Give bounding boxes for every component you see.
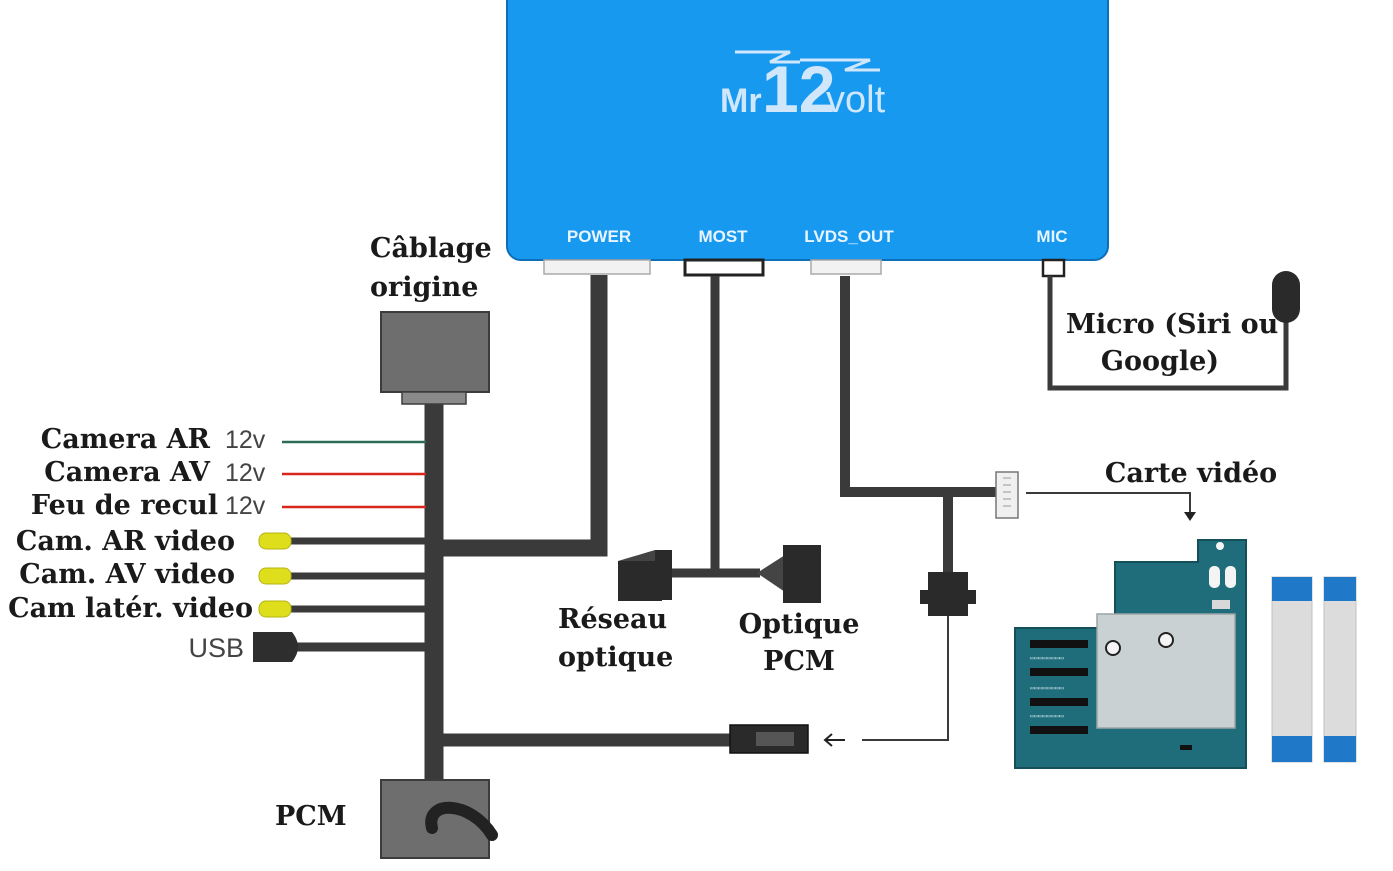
port-power-label: POWER	[567, 227, 631, 246]
logo-suffix: volt	[826, 79, 886, 121]
optical-pcm-connector	[757, 545, 821, 603]
svg-text:▭▭▭▭▭▭▭▭: ▭▭▭▭▭▭▭▭	[1030, 654, 1064, 662]
usb-plug-icon	[253, 632, 298, 662]
optical-network-connector	[618, 550, 672, 601]
most-socket	[683, 258, 765, 277]
pcm-label: PCM	[275, 801, 347, 832]
interface-module: Mr 12 volt POWER MOST LVDS_OUT MIC	[506, 0, 1109, 278]
micro-label-1: Micro (Siri ou	[1066, 309, 1278, 340]
feu-recul-label: Feu de recul	[31, 490, 218, 521]
optique-pcm-label-2: PCM	[763, 646, 835, 677]
micro-label-2: Google)	[1101, 346, 1219, 377]
camera-av-label: Camera AV	[44, 457, 211, 488]
usb-label: USB	[188, 633, 244, 663]
pcm-side-connector	[729, 724, 809, 754]
camera-ar-label: Camera AR	[41, 424, 211, 455]
mic-socket	[1041, 258, 1066, 278]
arrow-left-icon	[823, 733, 845, 747]
reseau-optique-label-2: optique	[558, 642, 673, 673]
ribbon-cables	[1271, 576, 1357, 763]
microphone-icon	[1272, 271, 1300, 323]
lvds-socket	[810, 259, 882, 275]
lvds-branch-connector	[920, 572, 976, 616]
port-lvds-label: LVDS_OUT	[804, 227, 894, 246]
power-socket	[543, 259, 651, 275]
reseau-optique-label-1: Réseau	[558, 604, 667, 635]
cables	[280, 275, 1000, 780]
rca-plug-icon	[258, 532, 292, 618]
logo-prefix: Mr	[720, 82, 762, 120]
carte-video-label: Carte vidéo	[1105, 458, 1277, 489]
optique-pcm-label-1: Optique	[739, 609, 860, 640]
cam-av-video-label: Cam. AV video	[19, 559, 235, 590]
port-most-label: MOST	[698, 227, 748, 246]
feu-recul-volt: 12v	[225, 492, 266, 520]
logo-number: 12	[762, 52, 835, 126]
cablage-label-2: origine	[370, 272, 478, 303]
svg-text:▭▭▭▭▭▭▭▭: ▭▭▭▭▭▭▭▭	[1030, 684, 1064, 692]
cam-ar-video-label: Cam. AR video	[16, 526, 235, 557]
camera-av-volt: 12v	[225, 459, 266, 487]
brand-logo: Mr 12 volt	[720, 50, 886, 126]
pcm-plug	[380, 779, 498, 859]
thin-wires	[282, 276, 1289, 741]
port-mic-label: MIC	[1036, 227, 1067, 246]
cablage-label-1: Câblage	[370, 233, 492, 264]
lvds-connector	[995, 471, 1019, 519]
svg-text:▭▭▭▭▭▭▭▭: ▭▭▭▭▭▭▭▭	[1030, 712, 1064, 720]
cam-later-video-label: Cam latér. video	[8, 593, 253, 624]
camera-ar-volt: 12v	[225, 426, 266, 454]
original-harness-connector	[380, 311, 490, 405]
video-card: ▭▭▭▭▭▭▭▭ ▭▭▭▭▭▭▭▭ ▭▭▭▭▭▭▭▭	[1014, 539, 1247, 769]
arrow-down-icon	[1184, 512, 1196, 521]
